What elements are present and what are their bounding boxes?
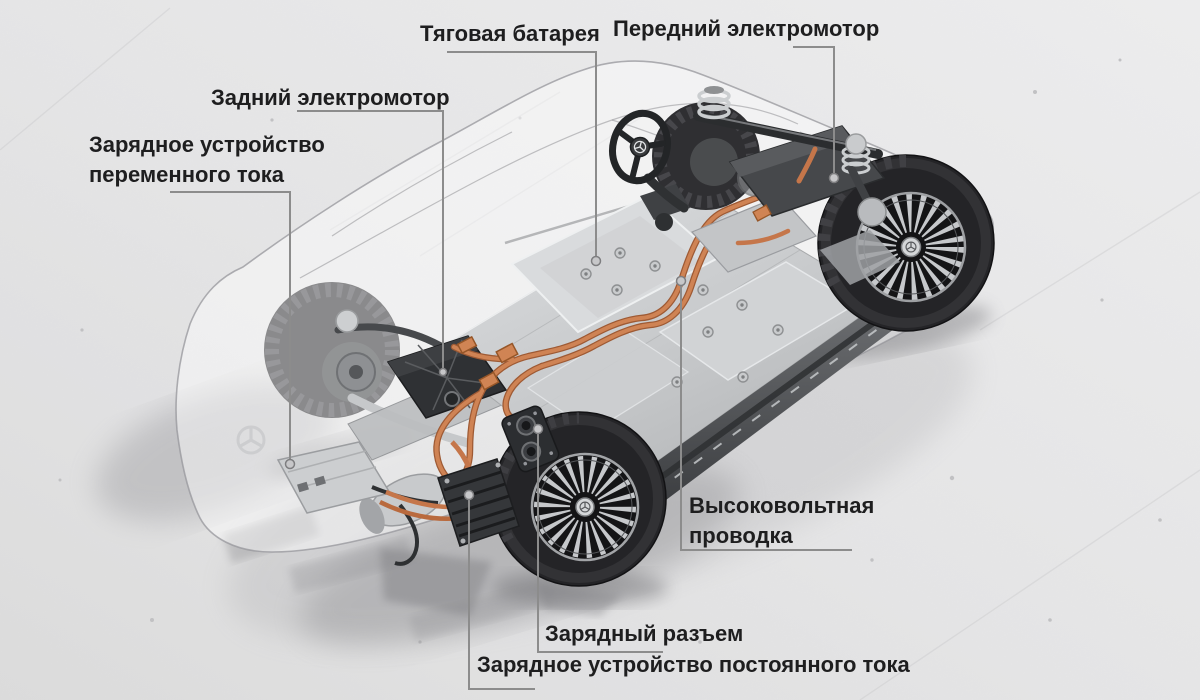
label-hv-wiring-line2: проводка: [689, 523, 793, 548]
hv-connector-blocks: [456, 335, 519, 391]
label-ac-charger-line2: переменного тока: [89, 162, 285, 187]
label-dc-charger: Зарядное устройство постоянного тока: [477, 652, 910, 677]
leader-hv-wiring: [680, 281, 852, 551]
label-traction-battery: Тяговая батарея: [420, 21, 600, 46]
charge-port-connector: [501, 405, 560, 473]
label-charge-port: Зарядный разъем: [545, 621, 744, 646]
steering-column: [643, 173, 689, 213]
label-front-motor: Передний электромотор: [613, 16, 880, 41]
dc-charger-fins: [443, 470, 516, 538]
damper-top-mount: [335, 309, 359, 333]
leader-dc-charger: [468, 495, 535, 690]
suspension-spring-left: [697, 88, 731, 120]
label-rear-motor: Задний электромотор: [211, 85, 450, 110]
front-motor-assembly: [609, 86, 900, 285]
leader-traction-battery: [447, 51, 597, 261]
label-ac-charger-line1: Зарядное устройство: [89, 132, 325, 157]
label-ac-charger: Зарядное устройство переменного тока: [89, 130, 325, 190]
front-subframe: [690, 195, 818, 273]
charge-port-bolts: [507, 411, 554, 466]
ac-charger-unit: [276, 441, 392, 514]
leader-ac-charger: [170, 191, 291, 464]
steering-wheel: [609, 109, 671, 185]
traction-battery: [431, 189, 898, 518]
label-hv-wiring-line1: Высоковольтная: [689, 493, 875, 518]
dc-charger-unit: [437, 440, 520, 547]
leader-charge-port: [537, 429, 663, 653]
leader-lines: [170, 46, 852, 690]
motor-top-ribs: [404, 339, 493, 411]
leader-dots: [284, 172, 840, 501]
label-hv-wiring: Высоковольтная проводка: [689, 491, 874, 551]
leader-front-motor: [793, 46, 835, 178]
leader-rear-motor: [297, 110, 444, 372]
